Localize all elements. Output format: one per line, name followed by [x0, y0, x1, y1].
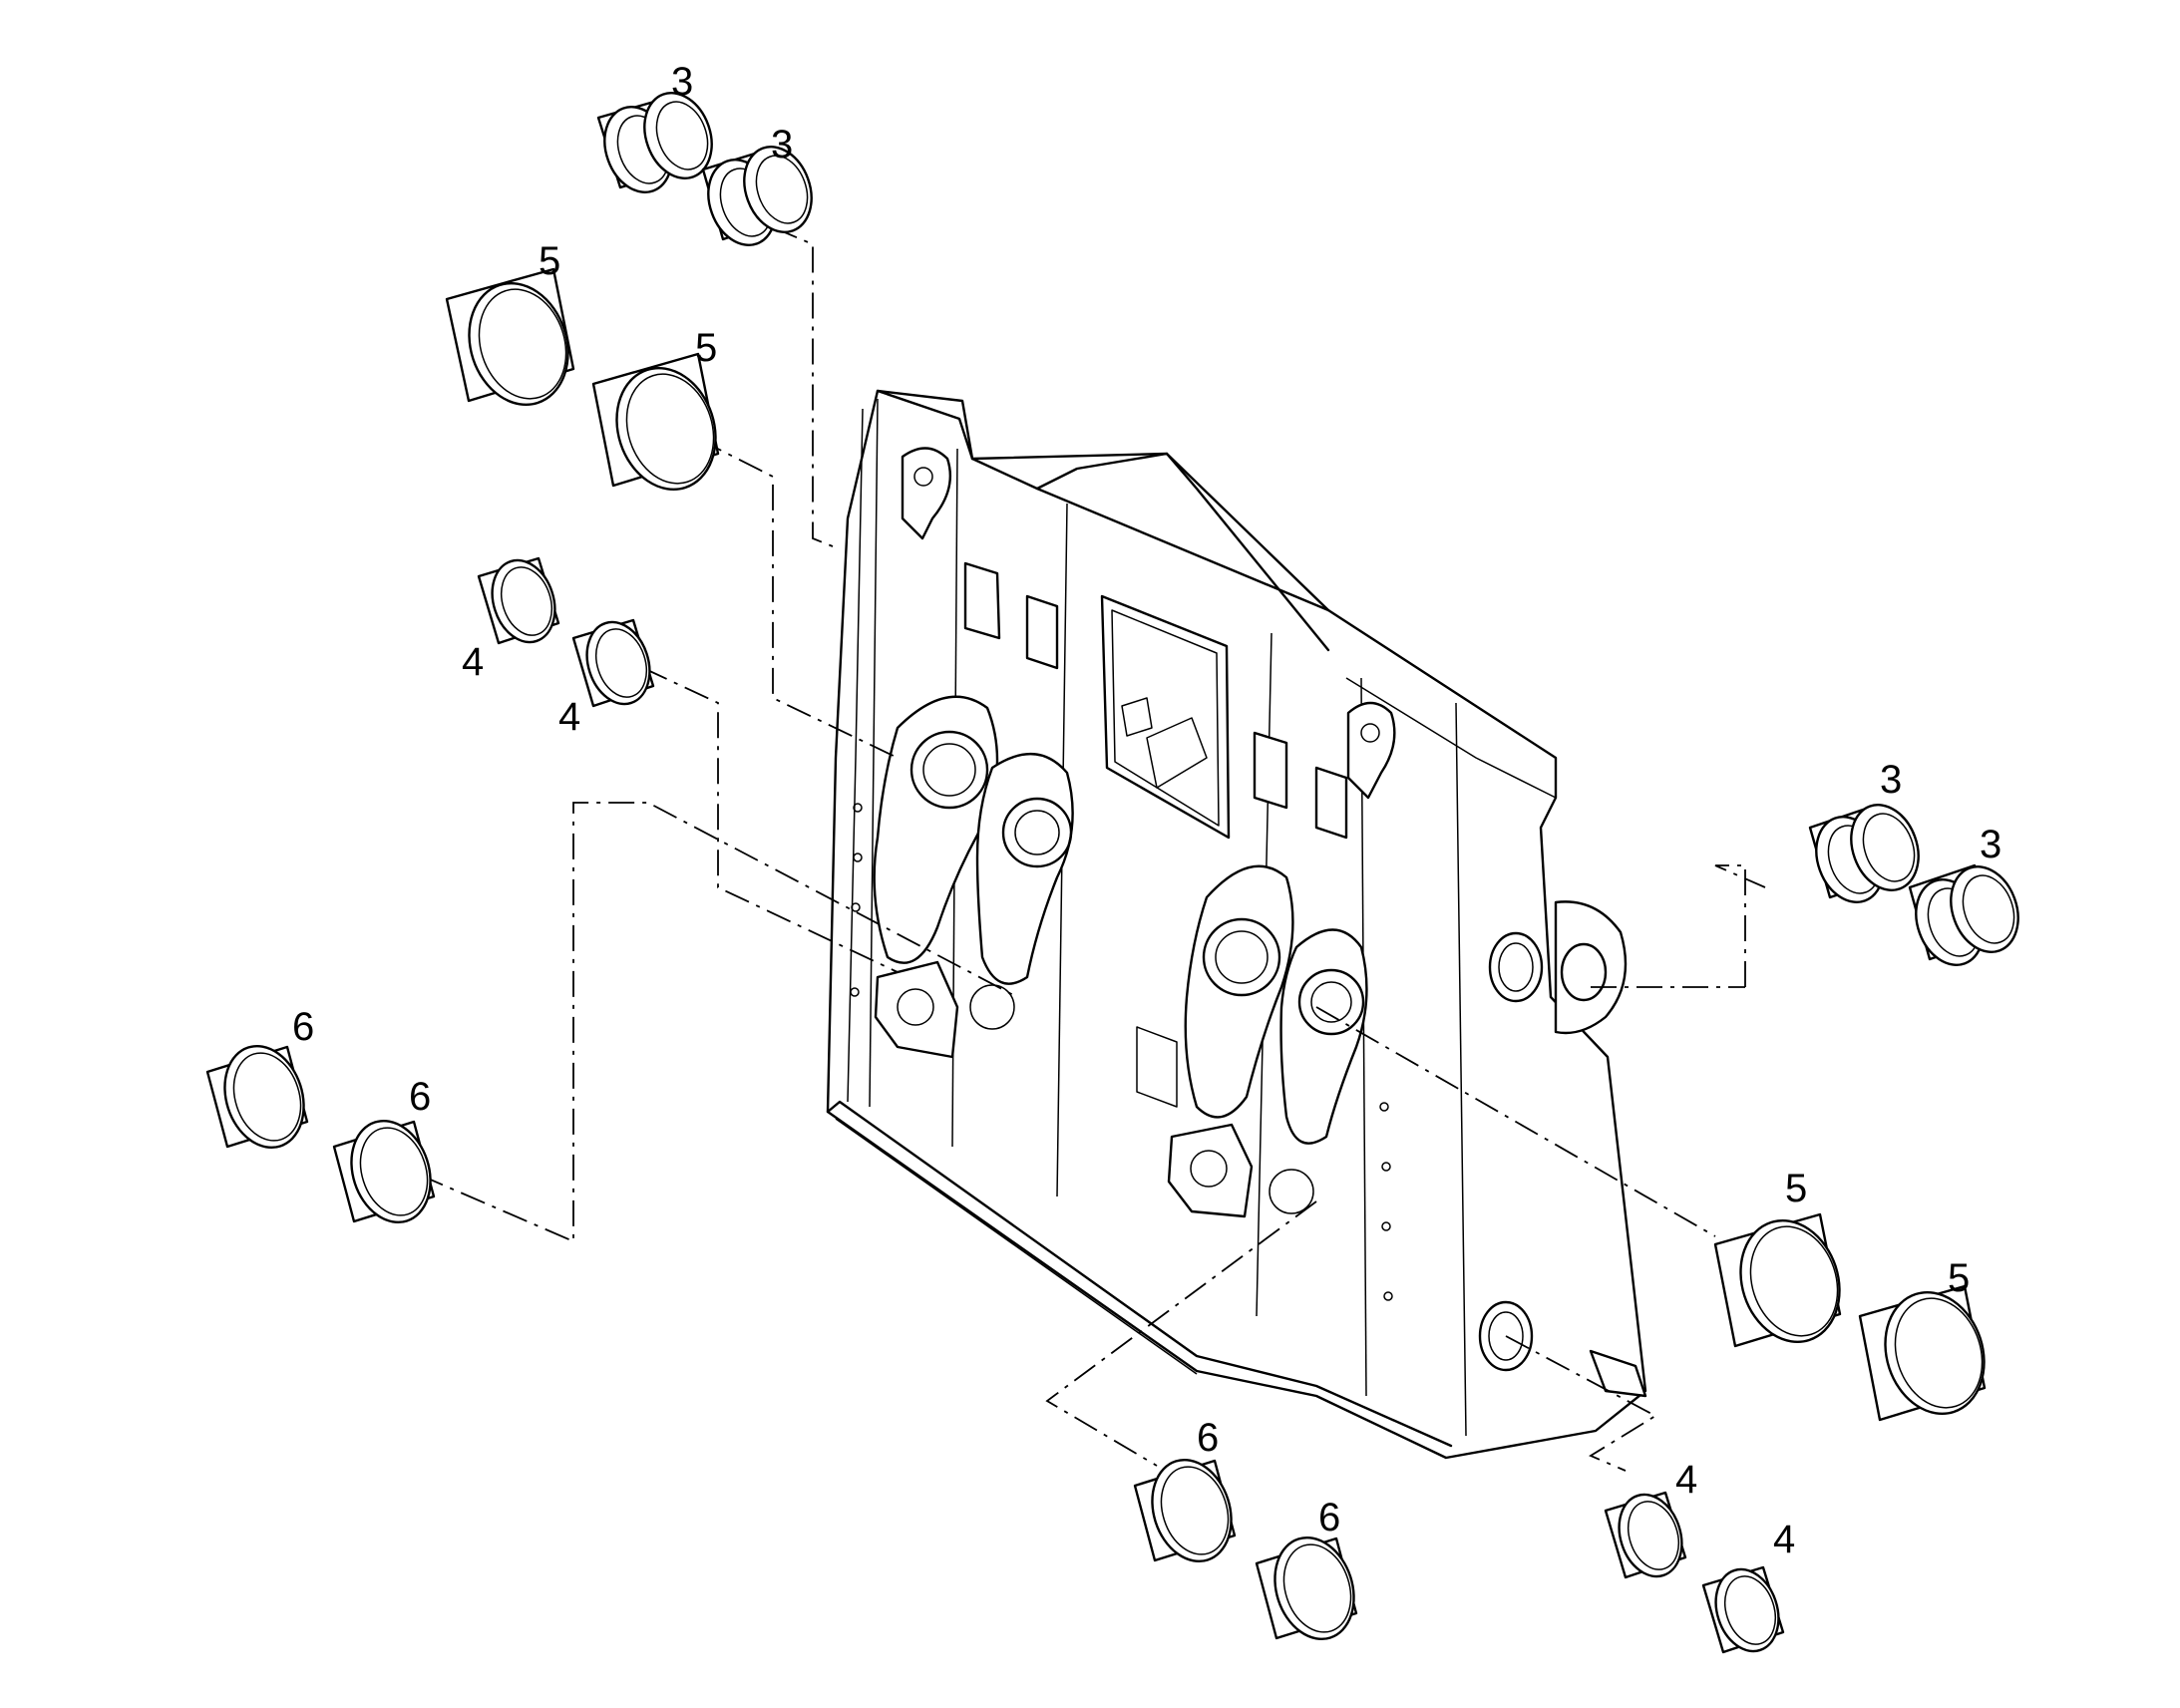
- bushing-4-bottom-a: [1604, 1491, 1687, 1579]
- callout-3-top-b: 3: [771, 123, 793, 167]
- bushing-6-bottom-b: [1255, 1536, 1358, 1641]
- callout-6-bottom-a: 6: [1197, 1416, 1219, 1460]
- bushing-5-top-b: [591, 352, 720, 492]
- bushing-6-left-b: [332, 1119, 436, 1224]
- bushing-6-bottom-a: [1133, 1458, 1237, 1563]
- callout-6-left-b: 6: [409, 1075, 431, 1119]
- bushing-3-top-b: [701, 146, 813, 246]
- callout-6-left-a: 6: [292, 1005, 314, 1049]
- bushing-4-left-b: [571, 618, 655, 708]
- callout-4-bottom-a: 4: [1675, 1458, 1697, 1502]
- bushing-4-bottom-b: [1701, 1565, 1785, 1654]
- callout-5-top-a: 5: [539, 239, 560, 283]
- callout-4-left-a: 4: [462, 640, 484, 684]
- callout-5-right-a: 5: [1785, 1167, 1807, 1210]
- bushing-5-right-a: [1713, 1212, 1842, 1348]
- bushing-3-right-b: [1908, 863, 2019, 966]
- callout-4-bottom-b: 4: [1773, 1518, 1795, 1561]
- bushing-6-left-a: [205, 1044, 309, 1150]
- callout-3-top-a: 3: [671, 60, 693, 104]
- callout-5-top-b: 5: [695, 326, 717, 370]
- callout-4-left-b: 4: [558, 695, 580, 739]
- callout-labels: 3 3 5 5 4 4 6 6 3 3 5 5 6 6 4 4: [292, 60, 2001, 1561]
- bushing-3-right-a: [1808, 804, 1920, 903]
- leader-lines: [418, 226, 1766, 1472]
- bushing-5-top-a: [445, 267, 575, 407]
- callout-3-right-b: 3: [1980, 823, 2001, 866]
- bushing-5-right-b: [1858, 1284, 1987, 1422]
- frame-housing: [826, 389, 1647, 1460]
- bushing-4-left-a: [477, 556, 560, 645]
- callout-5-right-b: 5: [1948, 1256, 1970, 1300]
- callout-3-right-a: 3: [1880, 758, 1902, 802]
- bushing-3-top-a: [596, 92, 713, 193]
- callout-6-bottom-b: 6: [1318, 1496, 1340, 1539]
